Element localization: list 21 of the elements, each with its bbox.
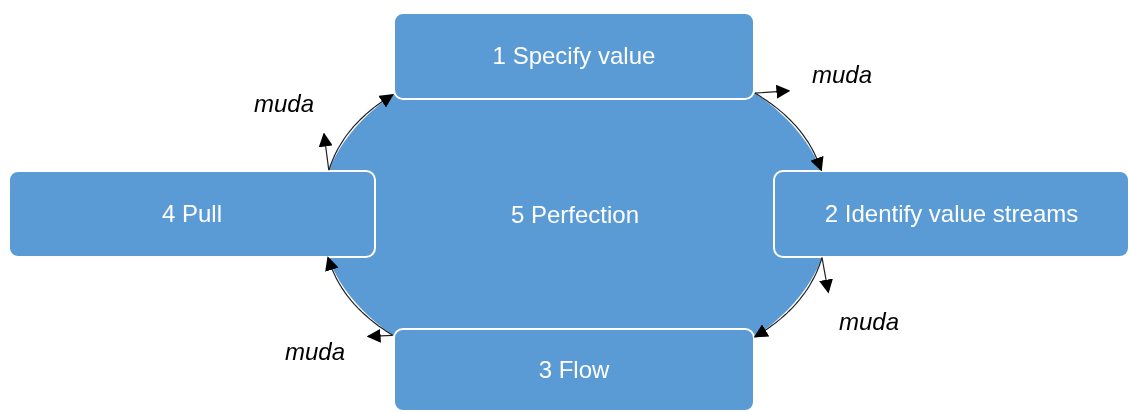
muda-label: muda (277, 337, 353, 367)
process-box (393, 12, 755, 100)
arrow (318, 132, 333, 171)
node-label: 4 Pull (161, 199, 222, 229)
arrow (366, 328, 394, 343)
process-label: 5 Perfection (510, 197, 640, 233)
arrow (754, 92, 824, 172)
node-label: 3 Flow (538, 355, 610, 385)
muda-label: muda (831, 307, 907, 337)
process-box (8, 170, 376, 258)
arrow (819, 257, 833, 294)
muda-label: muda (804, 60, 880, 90)
arrow (328, 93, 394, 171)
arrow (753, 257, 823, 338)
muda-label: muda (246, 89, 322, 119)
node-label: 2 Identify value streams (824, 199, 1079, 229)
arrow (754, 84, 791, 99)
process-box (393, 328, 755, 412)
arrow (325, 256, 394, 336)
node-label: 1 Specify value (492, 41, 656, 71)
process-box (773, 170, 1130, 258)
